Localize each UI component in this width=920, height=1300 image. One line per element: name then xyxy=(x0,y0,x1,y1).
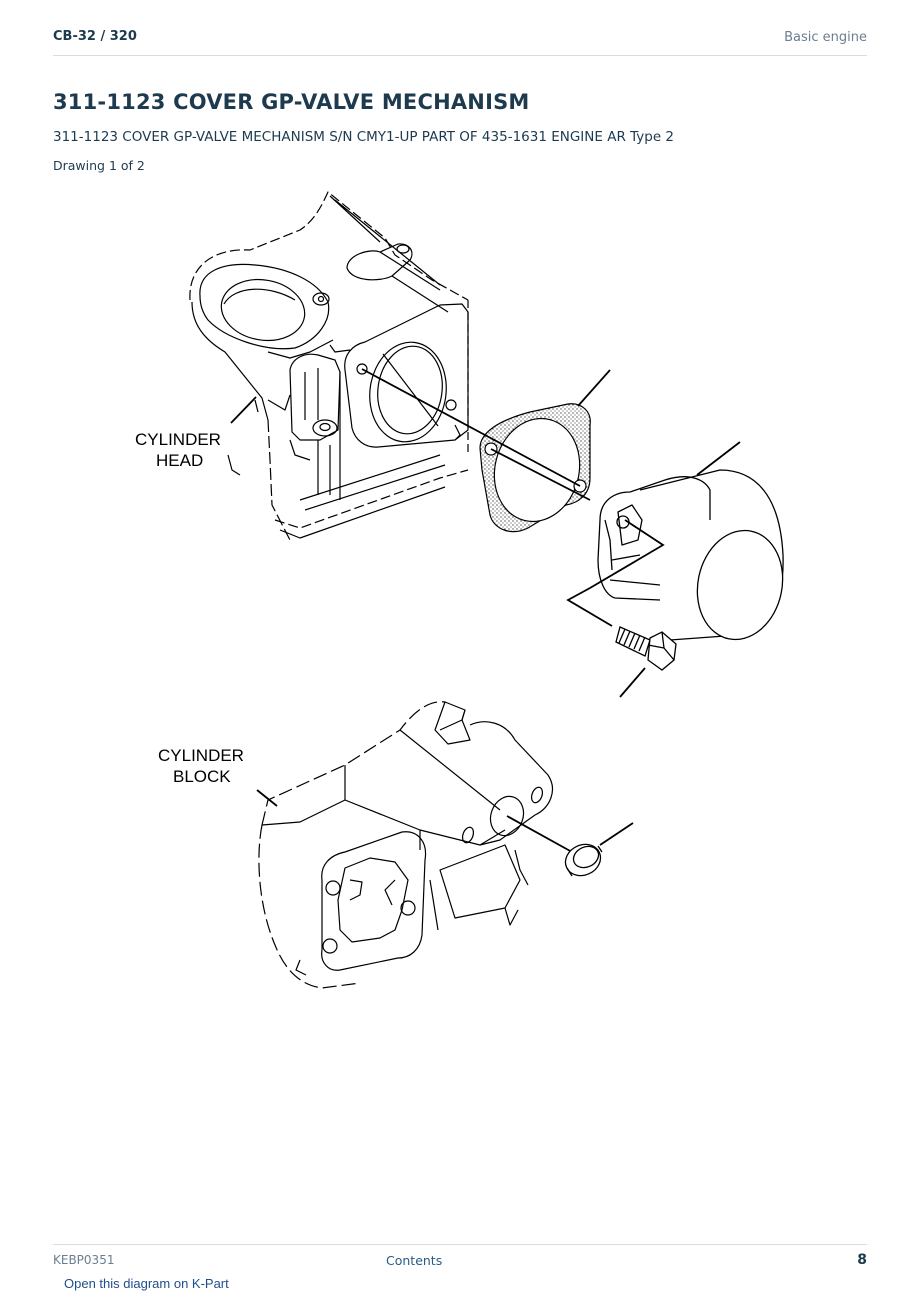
alignment-line-1 xyxy=(361,368,581,487)
cylinder-head-leader xyxy=(230,396,257,424)
page-number: 8 xyxy=(857,1252,867,1268)
contents-link[interactable]: Contents xyxy=(386,1253,443,1268)
page-title: 311-1123 COVER GP-VALVE MECHANISM xyxy=(53,90,530,114)
cylinder-block-label-line1: CYLINDER xyxy=(158,746,244,765)
section-name: Basic engine xyxy=(784,30,867,45)
breadcrumb: CB-32 / 320 xyxy=(53,29,137,44)
cylinder-head-label-line2: HEAD xyxy=(156,451,203,470)
cover-leader xyxy=(696,441,741,476)
cylinder-head-label-line1: CYLINDER xyxy=(135,430,221,449)
plug-drawing xyxy=(564,843,603,877)
footer-divider xyxy=(53,1244,867,1245)
bolt-alignment-line xyxy=(566,519,665,627)
plug-alignment-line xyxy=(506,815,573,853)
cover-drawing xyxy=(597,469,784,641)
page-subtitle: 311-1123 COVER GP-VALVE MECHANISM S/N CM… xyxy=(53,129,675,145)
open-on-kpart-link[interactable]: Open this diagram on K-Part xyxy=(64,1276,229,1291)
bolt-drawing xyxy=(615,626,677,671)
gasket-leader xyxy=(577,369,611,407)
cylinder-block-drawing xyxy=(258,701,553,989)
drawing-count: Drawing 1 of 2 xyxy=(53,158,145,173)
cylinder-head-drawing xyxy=(189,191,469,541)
parts-diagram: CYLINDER HEAD CYLINDER BLOCK xyxy=(135,191,784,989)
plug-leader xyxy=(599,822,634,846)
document-id: KEBP0351 xyxy=(53,1253,115,1267)
cylinder-block-label-line2: BLOCK xyxy=(173,767,231,786)
bolt-leader xyxy=(619,667,646,698)
alignment-line-2 xyxy=(490,448,591,501)
cylinder-block-leader xyxy=(256,789,278,807)
page-header: CB-32 / 320 Basic engine xyxy=(53,28,867,56)
gasket-drawing xyxy=(479,403,591,533)
